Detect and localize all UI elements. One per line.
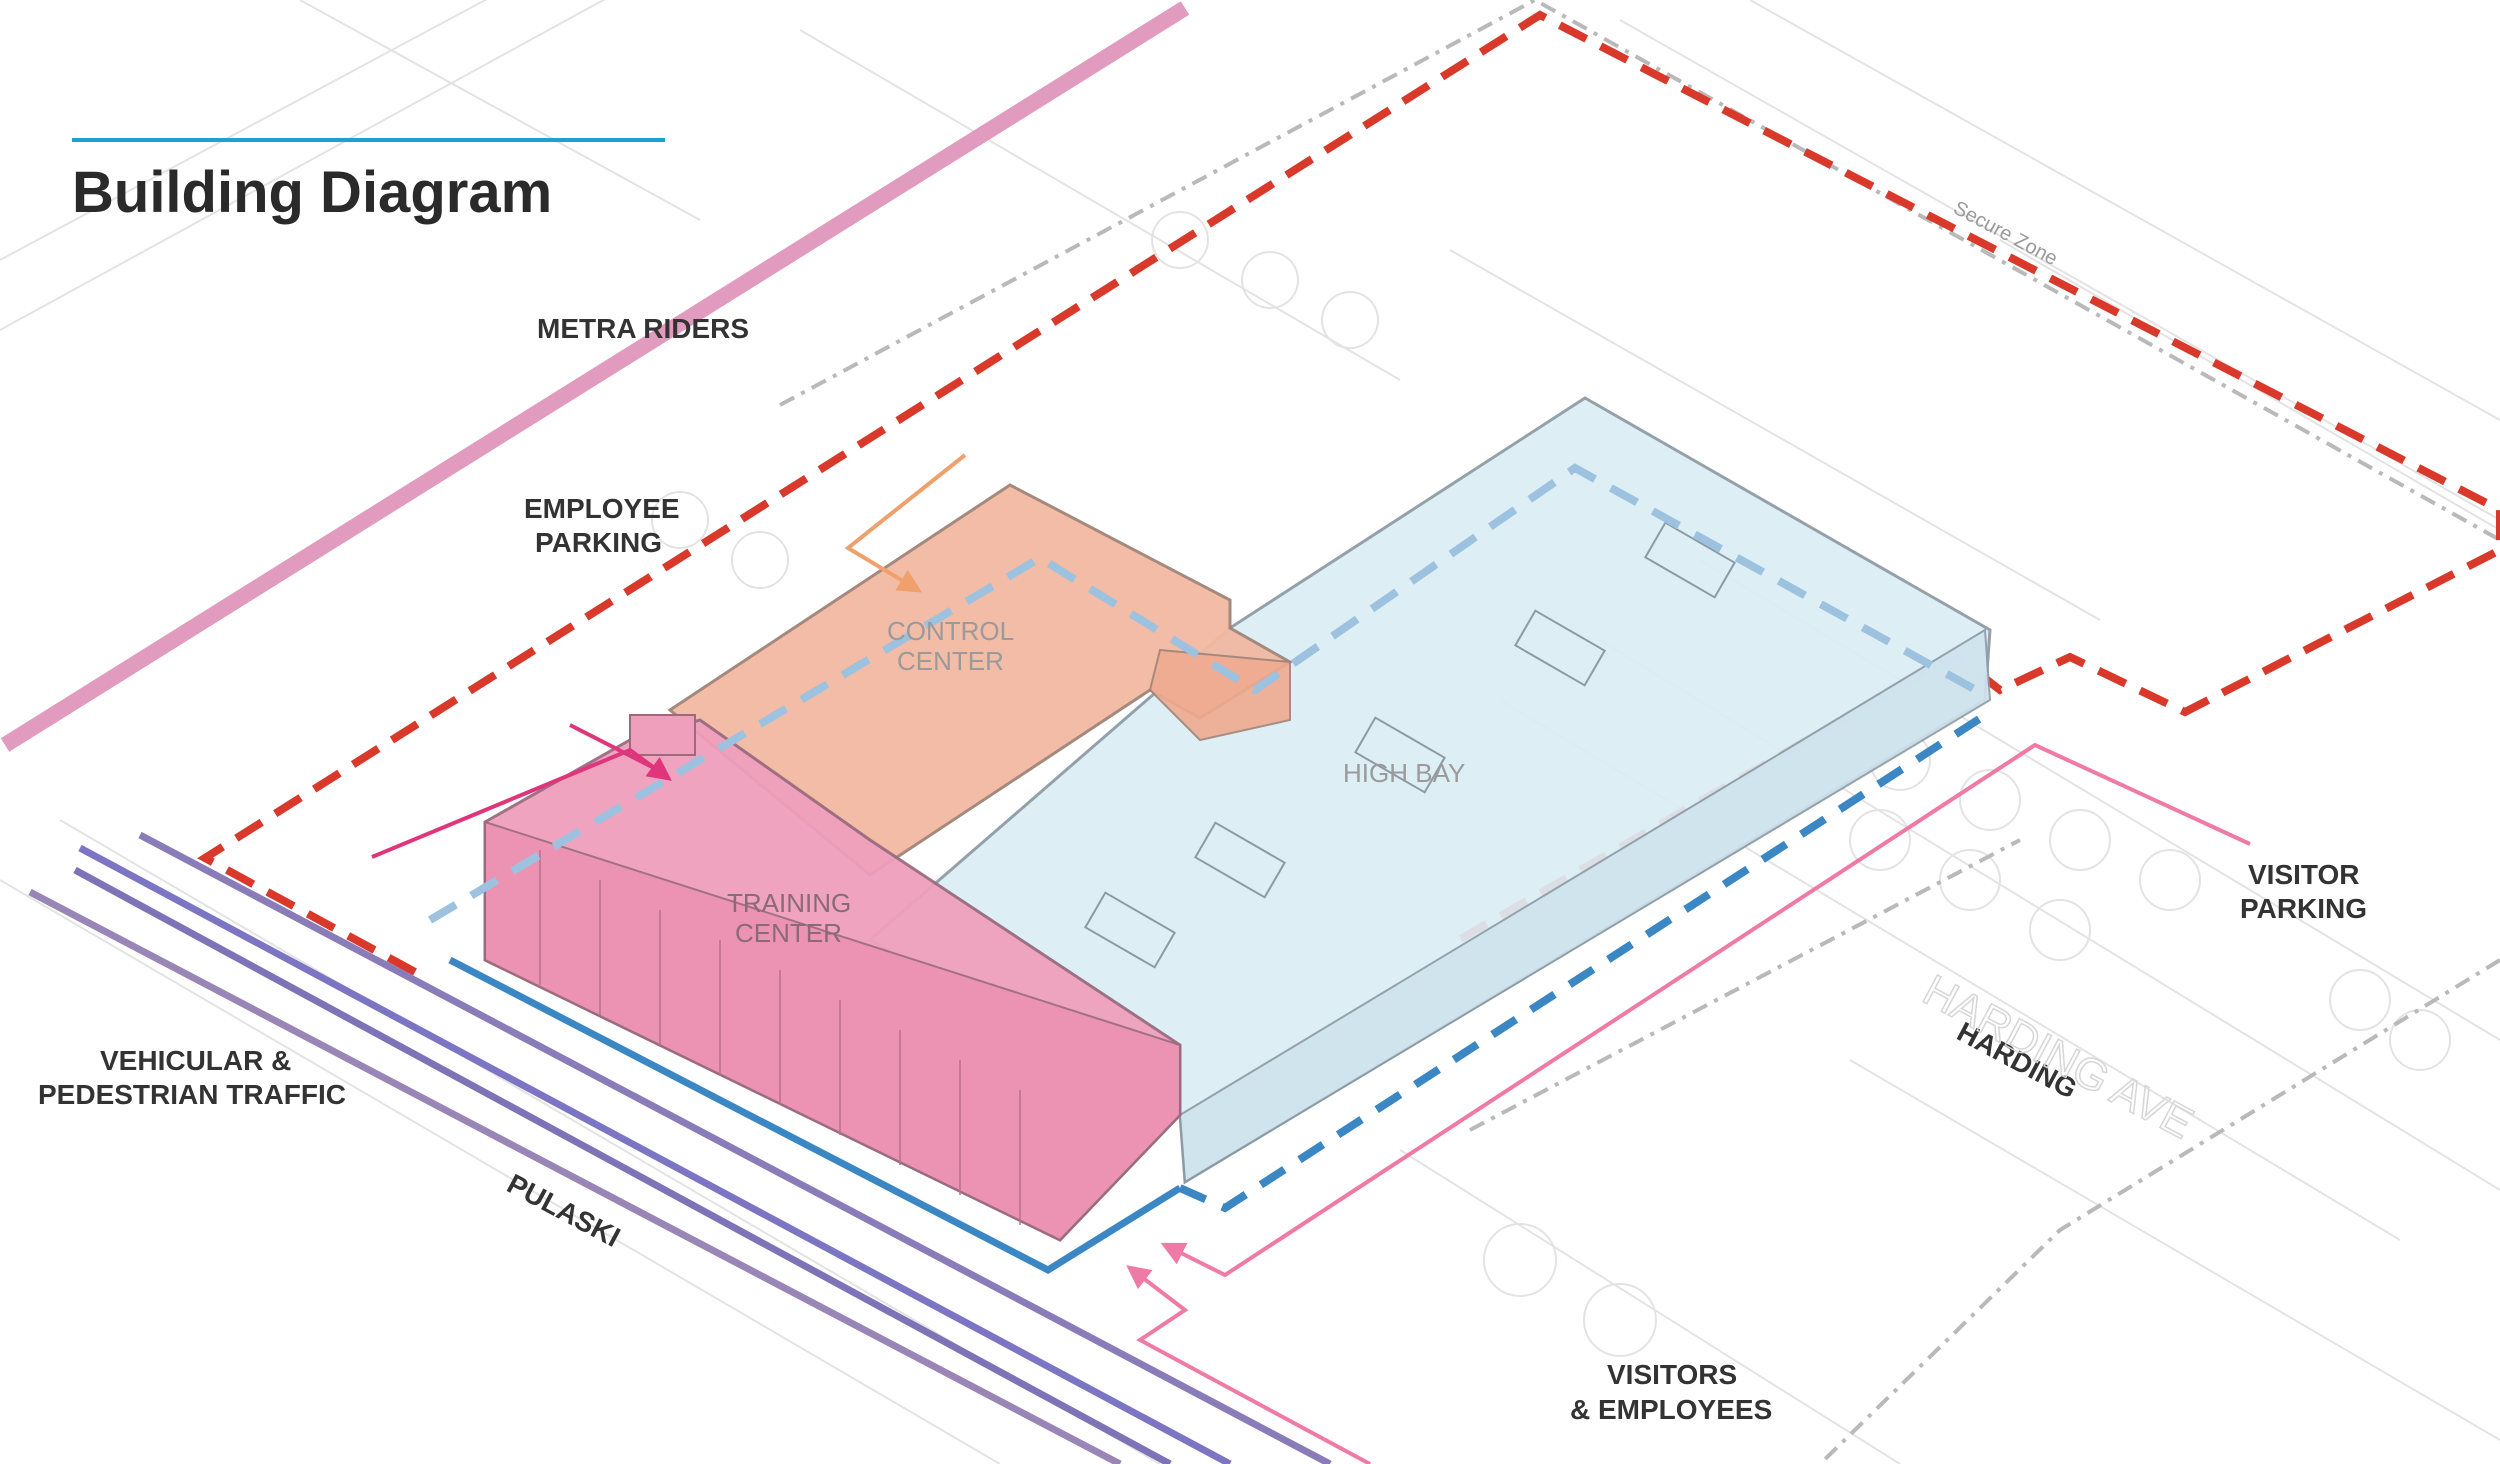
pulaski-street-lines (28, 831, 1332, 1464)
training-center-label-1: TRAINING (727, 888, 851, 918)
metra-rail-line (0, 1, 1190, 752)
training-center-building (483, 714, 1182, 1242)
control-center-label-1: CONTROL (887, 616, 1014, 646)
employee-parking-label-2: PARKING (535, 527, 662, 558)
high-bay-label: HIGH BAY (1343, 758, 1465, 788)
lot-boundary (779, 0, 2500, 1464)
secure-zone-label: Secure Zone (1950, 197, 2061, 270)
vehicular-label-1: VEHICULAR & (100, 1045, 291, 1076)
high-bay-building (867, 396, 1992, 1185)
vehicular-label-2: PEDESTRIAN TRAFFIC (38, 1079, 346, 1110)
internal-route (427, 463, 1987, 924)
control-entrance-arrow (844, 453, 967, 593)
control-center-label-2: CENTER (897, 646, 1004, 676)
visitor-path-2 (1126, 1265, 1371, 1464)
training-center-label-2: CENTER (735, 918, 842, 948)
visitor-path (1160, 742, 2251, 1278)
page-title: Building Diagram (72, 160, 552, 225)
blue-route-solid (448, 956, 1182, 1275)
training-entrance-arrow-2 (569, 723, 659, 772)
visitors-employees-label-2: & EMPLOYEES (1570, 1394, 1772, 1425)
employee-parking-label-1: EMPLOYEE (524, 493, 680, 524)
visitors-employees-label-1: VISITORS (1607, 1359, 1737, 1390)
pulaski-label: PULASKI (502, 1168, 625, 1253)
visitor-parking-label-1: VISITOR (2248, 859, 2360, 890)
control-center-building (667, 483, 1293, 877)
blue-route-dashed (1178, 708, 1993, 1213)
visitor-parking-label-2: PARKING (2240, 893, 2367, 924)
harding-ave-label: HARDING AVE (1915, 966, 2201, 1149)
metra-riders-label: METRA RIDERS (537, 313, 749, 344)
